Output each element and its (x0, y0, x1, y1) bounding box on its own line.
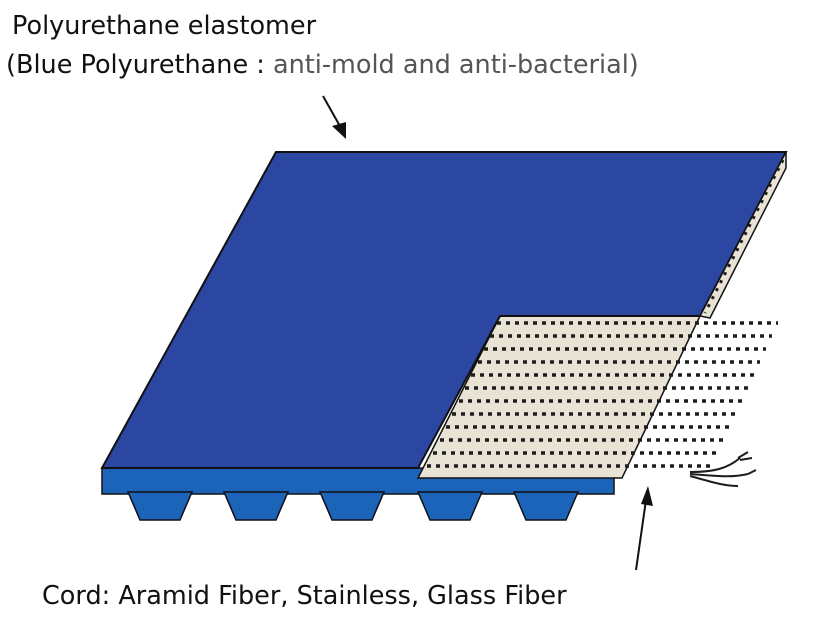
belt-tooth (126, 491, 194, 521)
polyurethane-elastomer-label: Polyurethane elastomer (12, 11, 317, 41)
arrow-elastomer (322, 95, 346, 139)
belt-tooth (222, 491, 290, 521)
belt-tooth (416, 491, 484, 521)
polyurethane-detail-close: ) (628, 50, 639, 80)
polyurethane-detail-note: anti-mold and anti-bacterial (272, 50, 629, 80)
belt-edge-cords (703, 159, 785, 314)
arrow-cord (635, 486, 653, 571)
polyurethane-detail-open: (Blue Polyurethane : (6, 50, 273, 80)
polyurethane-detail-label: (Blue Polyurethane : anti-mold and anti-… (6, 50, 639, 80)
cord-label: Cord: Aramid Fiber, Stainless, Glass Fib… (42, 581, 567, 611)
cord-strands (427, 321, 778, 468)
belt-top-surface (100, 151, 788, 469)
belt-tooth (318, 491, 386, 521)
belt-teeth (126, 491, 580, 521)
belt-tooth (512, 491, 580, 521)
frayed-cord-end (689, 451, 757, 487)
